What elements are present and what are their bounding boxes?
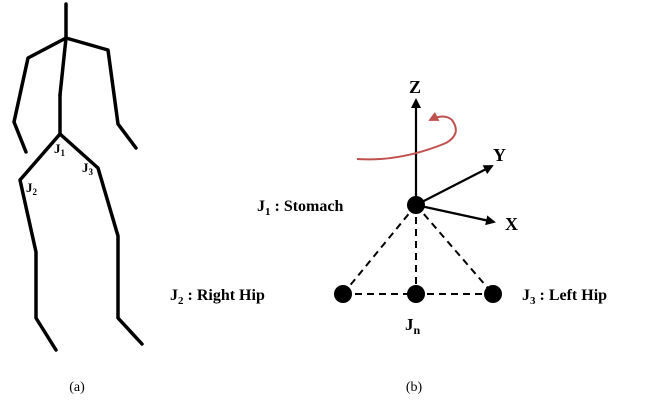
caption-a: (a) bbox=[69, 380, 85, 395]
rotation-arrow bbox=[356, 111, 457, 161]
node-left-hip bbox=[484, 285, 502, 303]
jn-label: Jn bbox=[405, 315, 421, 337]
node-stomach bbox=[407, 196, 425, 214]
y-axis-arrow bbox=[415, 165, 494, 206]
dashed-line-stomach-left-hip bbox=[415, 204, 494, 295]
joint-label-j1: J1 bbox=[54, 141, 66, 158]
left-arm-bone bbox=[64, 36, 138, 150]
caption-b: (b) bbox=[406, 380, 423, 395]
node-jn bbox=[407, 285, 425, 303]
right-leg-bone bbox=[18, 132, 62, 352]
spine-bone bbox=[58, 36, 68, 97]
y-axis-label: Y bbox=[493, 145, 506, 165]
joint-label-j3: J3 bbox=[82, 160, 94, 177]
skeleton bbox=[12, 2, 144, 352]
x-axis-arrow bbox=[415, 203, 496, 226]
left-leg-bone bbox=[58, 132, 144, 346]
z-axis-label: Z bbox=[409, 77, 421, 97]
left-hip-label: J3 : Left Hip bbox=[522, 287, 607, 307]
dashed-connections bbox=[342, 204, 494, 295]
dashed-line-stomach-right-hip bbox=[342, 204, 417, 295]
right-hip-label: J2 : Right Hip bbox=[170, 287, 265, 307]
x-axis-label: X bbox=[505, 214, 518, 234]
node-right-hip bbox=[334, 285, 352, 303]
stomach-label: J1 : Stomach bbox=[257, 198, 343, 218]
joint-label-j2: J2 bbox=[26, 180, 38, 197]
right-arm-bone bbox=[12, 36, 68, 154]
